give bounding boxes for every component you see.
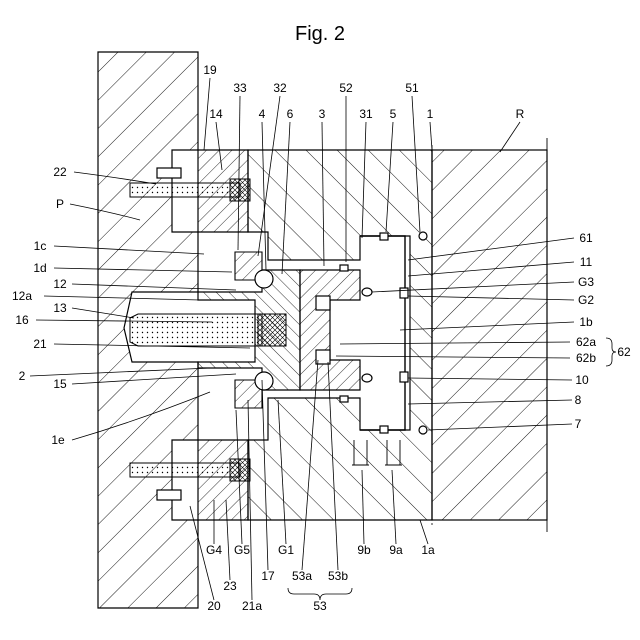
label-51: 51: [405, 81, 419, 95]
label-9a: 9a: [389, 543, 403, 557]
label-1d: 1d: [33, 261, 46, 275]
label-19: 19: [203, 63, 217, 77]
label-10: 10: [575, 373, 589, 387]
label-52: 52: [339, 81, 353, 95]
label-11: 11: [580, 255, 593, 269]
label-12: 12: [53, 277, 67, 291]
label-5: 5: [390, 107, 397, 121]
label-13: 13: [53, 301, 67, 315]
label-61: 61: [579, 231, 593, 245]
label-8: 8: [575, 393, 582, 407]
housing-inner-outline: [360, 236, 405, 430]
label-53b: 53b: [328, 569, 348, 583]
label-3: 3: [319, 107, 326, 121]
label-6: 6: [287, 107, 294, 121]
label-1e: 1e: [51, 433, 65, 447]
label-16: 16: [15, 313, 29, 327]
label-15: 15: [53, 377, 67, 391]
label-p: P: [56, 197, 64, 211]
label-32: 32: [273, 81, 287, 95]
figure-title: Fig. 2: [295, 23, 345, 45]
label-4: 4: [259, 107, 266, 121]
o-ring-10: [362, 374, 372, 382]
label-21: 21: [33, 337, 47, 351]
label-17: 17: [261, 569, 275, 583]
label-g1: G1: [278, 543, 294, 557]
label-9b: 9b: [357, 543, 371, 557]
label-1: 1: [427, 107, 434, 121]
label-r: R: [516, 107, 525, 121]
label-7: 7: [575, 417, 582, 431]
seal-5: [380, 233, 388, 240]
label-22: 22: [53, 165, 67, 179]
label-1a: 1a: [421, 543, 435, 557]
label-31: 31: [359, 107, 373, 121]
label-1c: 1c: [34, 239, 47, 253]
label-g4: G4: [206, 543, 222, 557]
rotor-r: [432, 150, 547, 520]
label-g5: G5: [234, 543, 250, 557]
label-62a: 62a: [576, 335, 596, 349]
label-g3: G3: [578, 275, 594, 289]
o-ring-7: [419, 426, 427, 434]
label-53: 53: [313, 599, 327, 613]
label-62b: 62b: [576, 351, 596, 365]
bearing-ball-lower: [255, 372, 273, 390]
o-ring-g3: [362, 288, 372, 296]
label-12a: 12a: [12, 289, 32, 303]
label-1b: 1b: [579, 315, 593, 329]
label-2: 2: [19, 369, 26, 383]
rotor-3: [300, 270, 360, 390]
cavity-53a: [316, 296, 330, 310]
label-33: 33: [233, 81, 247, 95]
o-ring-51: [419, 232, 427, 240]
label-53a: 53a: [292, 569, 312, 583]
bearing-ball-upper: [255, 270, 273, 288]
label-23: 23: [223, 579, 237, 593]
seal-lower: [380, 426, 388, 433]
label-21a: 21a: [242, 599, 262, 613]
label-62: 62: [617, 345, 631, 359]
label-14: 14: [209, 107, 223, 121]
label-g2: G2: [578, 293, 594, 307]
label-20: 20: [207, 599, 221, 613]
